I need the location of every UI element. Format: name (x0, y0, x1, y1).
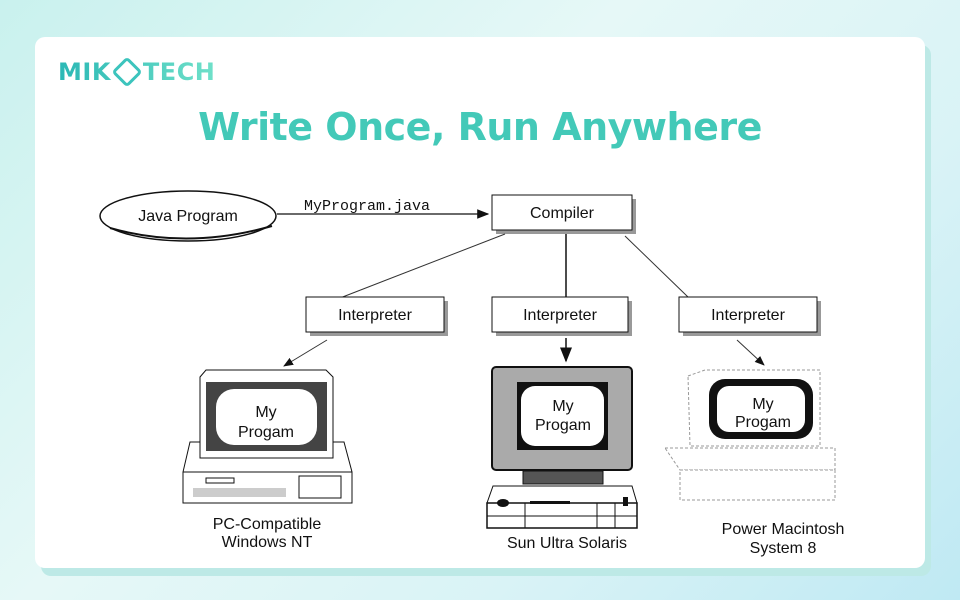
interpreter-node-3: Interpreter (678, 296, 821, 336)
interpreter-label: Interpreter (711, 307, 785, 324)
pc-computer-icon: My Progam (182, 369, 353, 504)
screen-text: My (752, 396, 773, 413)
platform-label: Sun Ultra Solaris (507, 535, 627, 552)
platform-label: Windows NT (222, 534, 313, 551)
mac-computer-icon: My Progam (664, 369, 836, 501)
connector-right (624, 235, 689, 298)
arrow-to-mac (736, 339, 765, 366)
screen-text: Progam (735, 414, 791, 431)
interpreter-node-1: Interpreter (305, 296, 448, 336)
platform-label: PC-Compatible (213, 516, 322, 533)
compiler-label: Compiler (530, 205, 595, 222)
java-program-node: Java Program (99, 190, 277, 242)
screen-text: Progam (535, 417, 591, 434)
page-title: Write Once, Run Anywhere (198, 105, 762, 149)
screen-text: My (255, 404, 276, 421)
interpreter-label: Interpreter (523, 307, 597, 324)
arrow-to-pc (283, 339, 328, 367)
screen-text: Progam (238, 424, 294, 441)
platform-label: Power Macintosh (722, 521, 845, 538)
compiler-node: Compiler (491, 194, 636, 234)
sun-workstation-icon: My Progam (486, 366, 638, 529)
java-program-label: Java Program (138, 208, 238, 225)
interpreter-label: Interpreter (338, 307, 412, 324)
screen-text: My (552, 398, 573, 415)
platform-label: System 8 (750, 540, 817, 557)
file-label: MyProgram.java (304, 198, 430, 215)
connector-left (339, 233, 506, 299)
interpreter-node-2: Interpreter (491, 296, 632, 336)
